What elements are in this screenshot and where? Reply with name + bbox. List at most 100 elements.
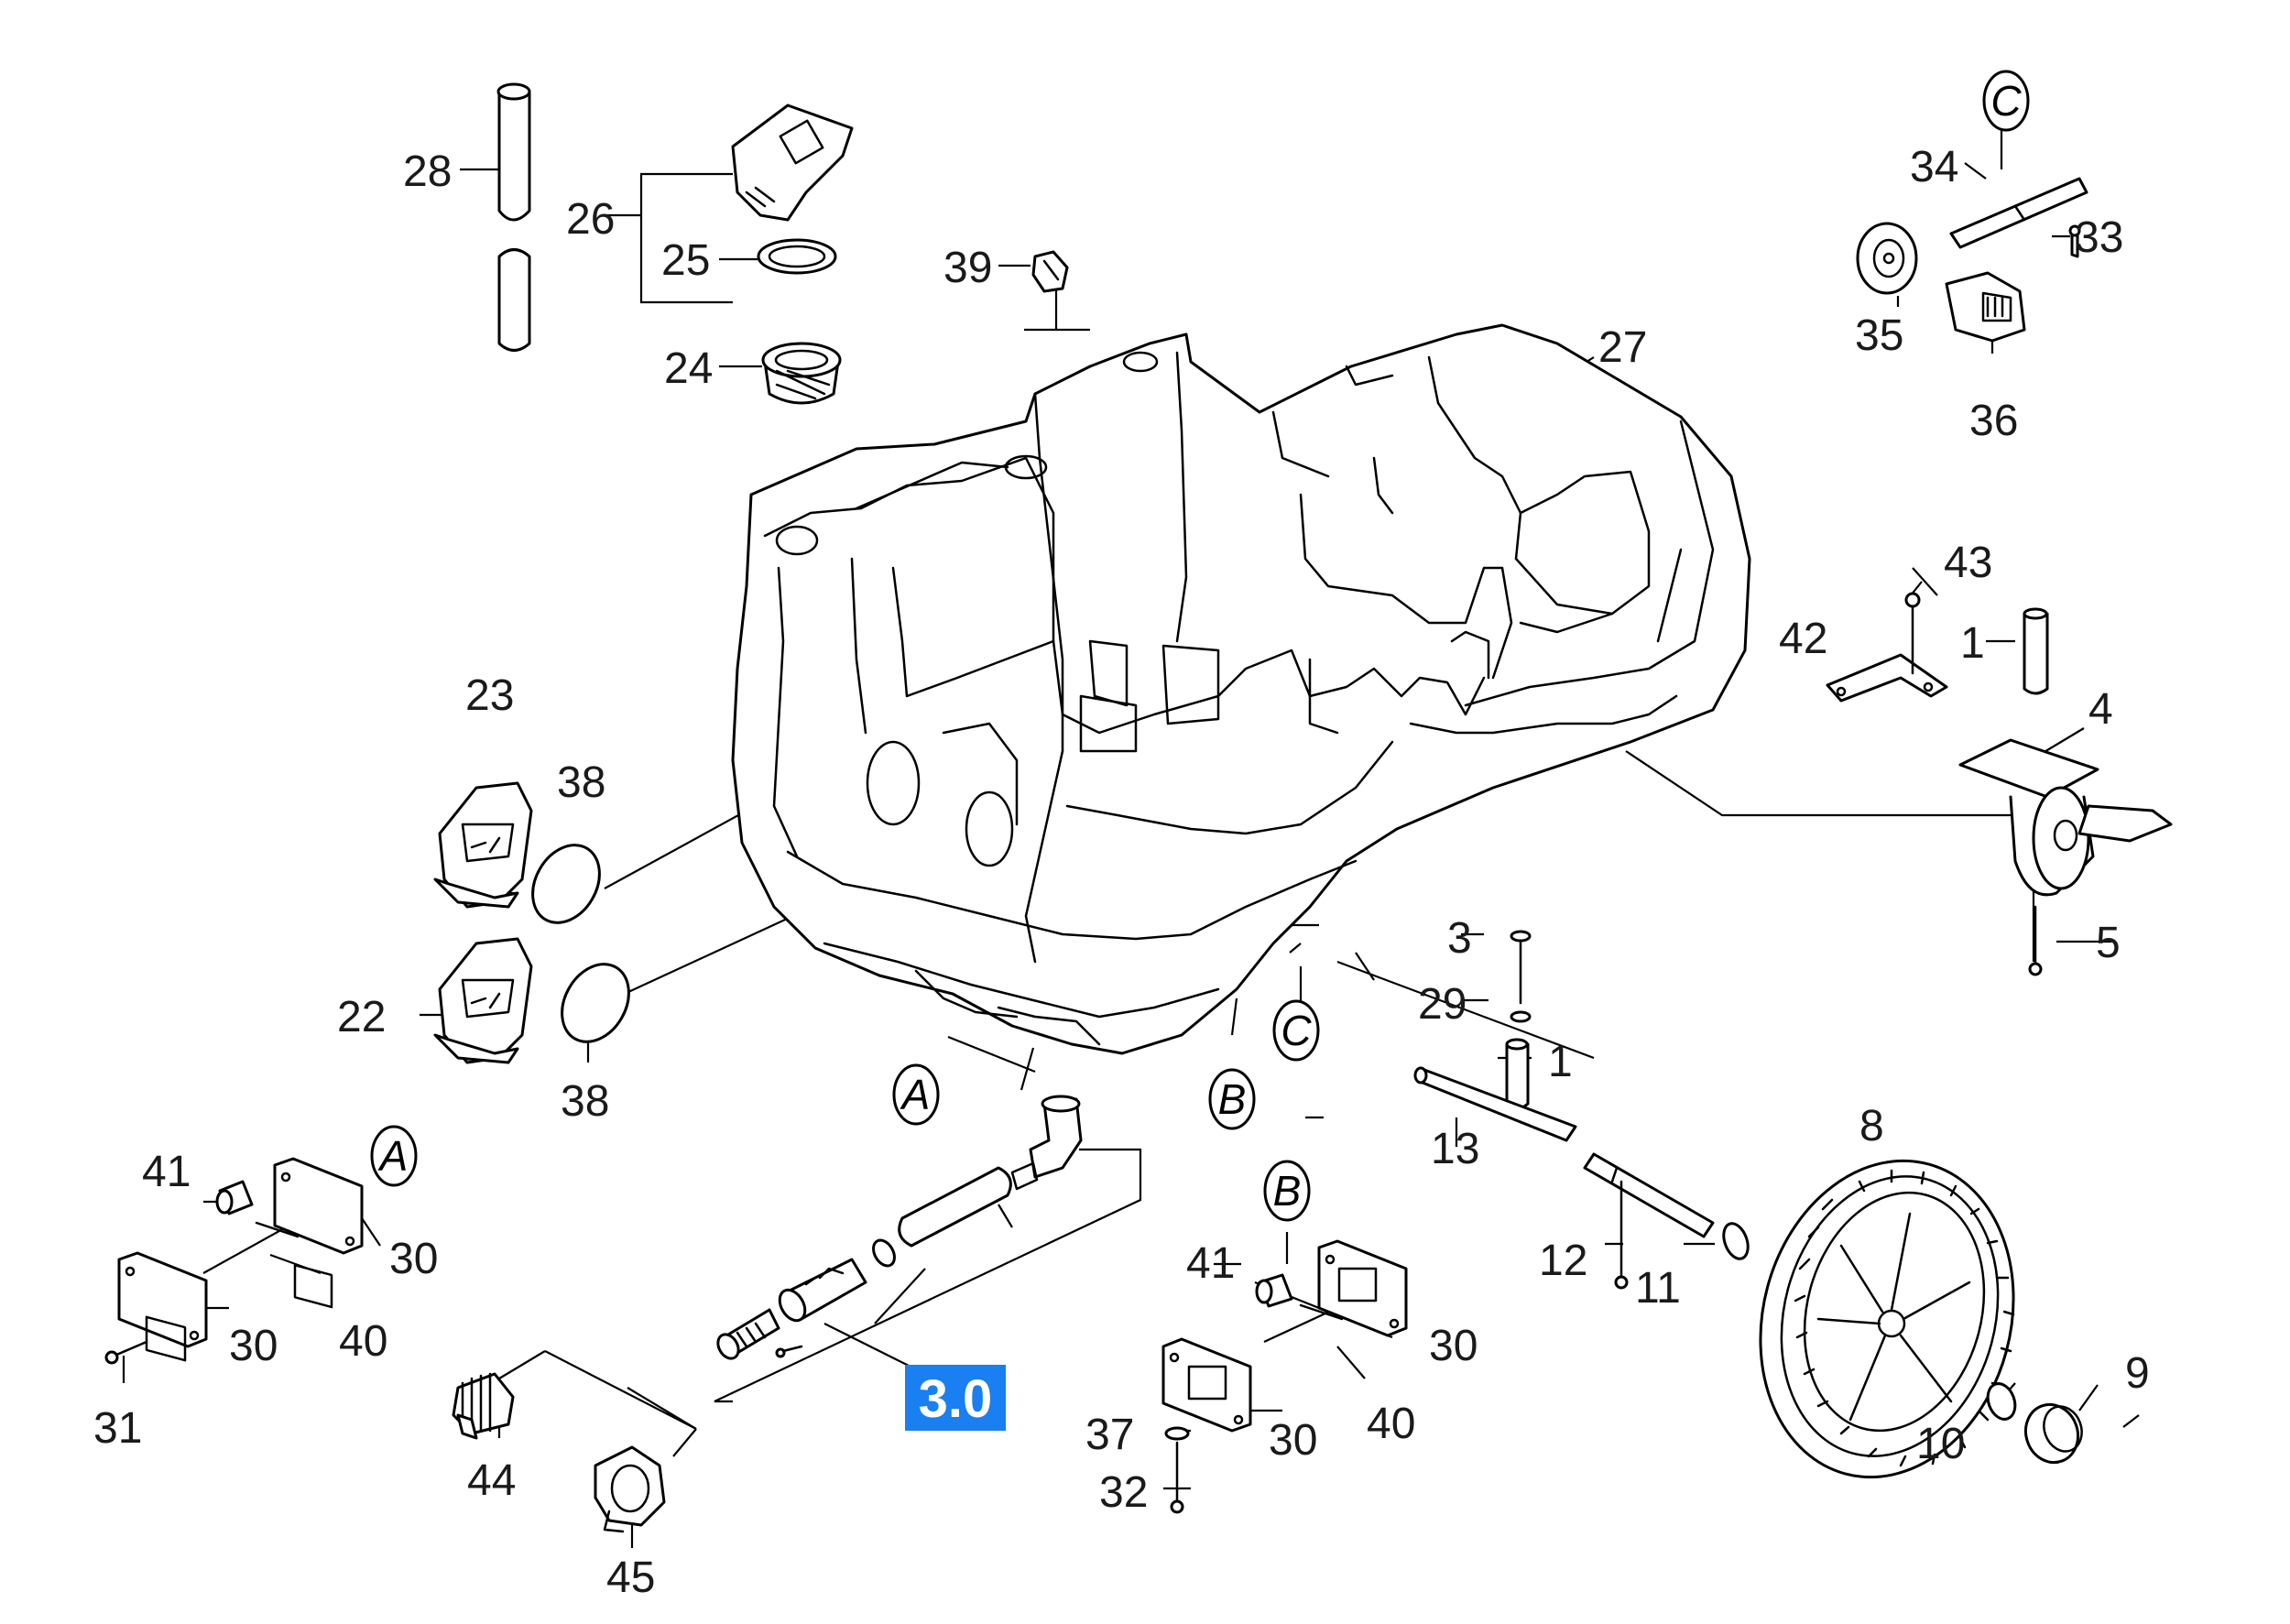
part-gasket-25 [757,238,837,275]
ref-circle-a-main: A [892,1063,940,1126]
label-part-37: 37 [1085,1411,1134,1459]
part-washer-11 [1722,1222,1750,1260]
part-plate-30b [117,1251,208,1362]
label-part-33: 33 [2075,213,2123,262]
ref-label-c-top: C [1990,77,2022,125]
part-pins-34-33 [1949,177,2088,258]
label-part-8: 8 [1859,1102,1884,1150]
label-part-13: 13 [1431,1125,1479,1173]
label-part-40b: 40 [1367,1400,1415,1448]
part-bushing-41a [215,1180,254,1215]
part-axle-13 [1413,1066,1577,1142]
part-bushing-41b [1255,1273,1293,1308]
label-part-4: 4 [2088,685,2113,734]
label-part-12: 12 [1539,1237,1587,1285]
label-part-45: 45 [606,1553,655,1602]
label-part-41a: 41 [142,1148,191,1196]
label-part-41b: 41 [1186,1239,1235,1288]
label-part-22: 22 [337,993,386,1041]
part-cap-26 [731,104,854,222]
part-plate-30a [273,1157,364,1309]
label-part-39: 39 [943,244,992,292]
part-bracket-42 [1826,592,1948,703]
ref-circle-b-main: B [1208,1068,1256,1130]
part-connector [778,1258,867,1323]
label-part-30c: 30 [1429,1322,1478,1370]
part-screw-31 [104,1340,148,1365]
part-pin-40a [255,1221,300,1238]
label-part-35: 35 [1855,311,1903,360]
label-part-9: 9 [2125,1349,2150,1398]
label-part-29: 29 [1418,980,1467,1029]
part-oring-38b [561,963,630,1043]
ref-label-c-main: C [1281,1007,1312,1054]
part-plate-30c [1317,1239,1408,1337]
part-clip-10 [1986,1382,2017,1421]
part-holder-36 [1945,271,2026,343]
label-part-11: 11 [1635,1264,1681,1313]
label-part-1b: 1 [1548,1038,1573,1086]
part-screw-3 [1510,930,1532,1005]
main-housing [731,323,1751,1055]
label-part-36: 36 [1969,397,2018,445]
label-part-5: 5 [2096,919,2121,967]
part-plate-30d [1161,1337,1252,1433]
ref-circle-c-main: C [1272,999,1320,1062]
label-part-1a: 1 [1960,619,1985,668]
part-wheel-8 [1759,1159,2015,1479]
ref-label-a-left: A [377,1132,409,1180]
part-screw-32 [1170,1441,1184,1514]
part-bolt-5 [2028,905,2043,976]
part-oring-small [872,1238,896,1268]
label-part-25: 25 [661,236,710,285]
part-pin-40b [1299,1303,1344,1321]
label-part-24: 24 [664,344,713,393]
label-part-30a: 30 [389,1235,438,1283]
part-number-labels: 28 26 25 24 39 27 34 33 35 36 43 42 1 4 … [93,143,2150,1602]
part-elbow [1010,1095,1083,1191]
part-valve-22 [433,937,533,1064]
part-post-1b [1505,1038,1530,1110]
label-part-30b: 30 [229,1322,278,1370]
ref-label-b-mid: B [1273,1167,1302,1215]
ref-circle-b-mid: B [1263,1160,1311,1222]
part-small-pin [775,1345,803,1358]
ref-circle-c-top: C [1982,70,2030,132]
label-part-23: 23 [465,671,514,720]
part-hose [898,1166,1012,1248]
label-part-42: 42 [1779,615,1827,663]
label-part-30d: 30 [1269,1416,1317,1465]
part-washer-29 [1510,1010,1532,1023]
label-part-28: 28 [403,147,452,196]
label-part-38a: 38 [557,758,605,807]
part-filter-24 [761,342,842,405]
part-tube-28 [496,82,531,352]
assembly-badge-label: 3.0 [919,1369,993,1429]
assembly-badge-3-0[interactable]: 3.0 [905,1365,1006,1431]
label-part-3: 3 [1447,914,1472,963]
label-part-43: 43 [1944,539,1992,587]
label-part-38b: 38 [561,1077,609,1126]
label-part-27: 27 [1598,323,1647,372]
ref-label-a-main: A [900,1071,931,1118]
part-axle-12 [1583,1152,1715,1290]
ref-circle-a-left: A [370,1125,418,1187]
ref-label-b-main: B [1218,1075,1247,1123]
label-part-26: 26 [566,195,615,244]
part-oring-38a [531,844,601,924]
part-cap-9 [2024,1402,2083,1465]
part-pulley-35 [1856,222,1918,295]
label-part-31: 31 [93,1404,142,1453]
part-coupling-44 [452,1372,515,1440]
part-valve-23 [433,781,533,909]
label-part-10: 10 [1916,1420,1965,1468]
part-caster-4 [1958,738,2173,897]
part-post-1a [2023,607,2049,695]
part-coupling-45 [594,1445,666,1533]
part-washer-37 [1164,1426,1190,1441]
part-nipple [716,1308,780,1360]
label-part-40a: 40 [339,1317,387,1366]
label-part-32: 32 [1099,1468,1148,1517]
part-clip-39 [1031,250,1069,293]
